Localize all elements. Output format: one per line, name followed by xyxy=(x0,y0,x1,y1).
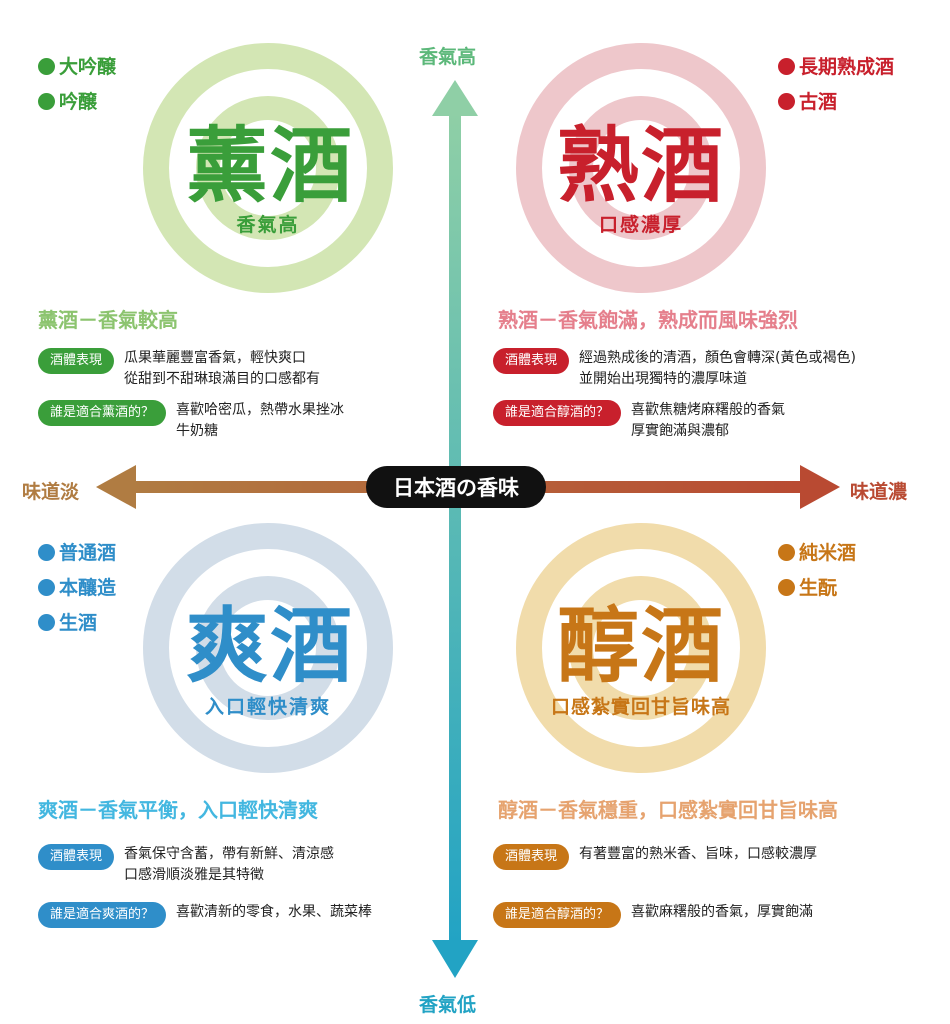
bullet-dot-icon xyxy=(38,58,55,75)
arrow-down-icon xyxy=(432,940,478,978)
junshu-tag: 生酛 xyxy=(778,571,856,606)
kunshu-section-title: 薰酒－香氣較高 xyxy=(38,308,178,332)
arrow-left-icon xyxy=(96,465,136,509)
kunshu-subtitle: 香氣高 xyxy=(236,214,300,236)
jukushu-title: 熟酒 xyxy=(557,119,726,214)
axis-bottom-label: 香氣低 xyxy=(419,994,477,1016)
junshu-subtitle: 口感紮實回甘旨味高 xyxy=(550,696,731,718)
jukushu-tag: 長期熟成酒 xyxy=(778,50,894,85)
axis-left-label: 味道淡 xyxy=(22,481,80,503)
junshu-section-title: 醇酒－香氣穩重，口感紮實回甘旨味高 xyxy=(498,798,838,822)
bullet-dot-icon xyxy=(778,544,795,561)
jukushu-body-text: 經過熟成後的清酒，顏色會轉深(黃色或褐色) 並開始出現獨特的濃厚味道 xyxy=(579,350,856,387)
kunshu-target-rings xyxy=(143,43,393,293)
soushu-tag: 生酒 xyxy=(38,606,116,641)
jukushu-body-label: 酒體表現 xyxy=(493,348,570,374)
jukushu-who-label: 誰是適合醇酒的？ xyxy=(493,400,622,426)
axis-top-label: 香氣高 xyxy=(419,46,477,68)
soushu-row-who: 誰是適合爽酒的？ 喜歡清新的零食，水果、蔬菜棒 xyxy=(38,902,372,928)
kunshu-who-label: 誰是適合薰酒的？ xyxy=(38,400,167,426)
soushu-row-body: 酒體表現 香氣保守含蓄，帶有新鮮、清涼感 口感滑順淡雅是其特徵 xyxy=(38,844,334,886)
center-title: 日本酒の香味 xyxy=(366,466,546,508)
bullet-dot-icon xyxy=(778,58,795,75)
bullet-dot-icon xyxy=(778,93,795,110)
jukushu-tag: 古酒 xyxy=(778,85,894,120)
jukushu-tag-list: 長期熟成酒 古酒 xyxy=(778,50,894,120)
junshu-title: 醇酒 xyxy=(557,599,726,694)
arrow-up-icon xyxy=(432,80,478,116)
jukushu-who-text: 喜歡焦糖烤麻糬般的香氣 厚實飽滿與濃郁 xyxy=(631,402,786,439)
soushu-who-label: 誰是適合爽酒的？ xyxy=(38,902,167,928)
junshu-body-label: 酒體表現 xyxy=(493,844,570,870)
bullet-dot-icon xyxy=(38,614,55,631)
axis-right-label: 味道濃 xyxy=(850,481,908,503)
junshu-body-text: 有著豐富的熟米香、旨味，口感較濃厚 xyxy=(579,846,818,862)
junshu-row-who: 誰是適合醇酒的？ 喜歡麻糬般的香氣，厚實飽滿 xyxy=(493,902,813,928)
kunshu-row-who: 誰是適合薰酒的？ 喜歡哈密瓜，熱帶水果挫冰 牛奶糖 xyxy=(38,400,344,442)
soushu-tag-list: 普通酒 本釀造 生酒 xyxy=(38,536,116,641)
junshu-who-label: 誰是適合醇酒的？ xyxy=(493,902,622,928)
soushu-who-text: 喜歡清新的零食，水果、蔬菜棒 xyxy=(176,904,373,920)
soushu-subtitle: 入口輕快清爽 xyxy=(204,696,331,718)
soushu-tag: 本釀造 xyxy=(38,571,116,606)
bullet-dot-icon xyxy=(778,579,795,596)
kunshu-body-text: 瓜果華麗豐富香氣，輕快爽口 從甜到不甜琳琅滿目的口感都有 xyxy=(124,350,321,387)
soushu-target-rings xyxy=(143,523,393,773)
soushu-title: 爽酒 xyxy=(186,599,355,694)
junshu-tag-list: 純米酒 生酛 xyxy=(778,536,856,606)
kunshu-tag: 吟醸 xyxy=(38,85,116,120)
vertical-axis xyxy=(432,80,478,978)
soushu-section-title: 爽酒－香氣平衡，入口輕快清爽 xyxy=(38,798,318,822)
soushu-tag: 普通酒 xyxy=(38,536,116,571)
junshu-row-body: 酒體表現 有著豐富的熟米香、旨味，口感較濃厚 xyxy=(493,844,817,870)
kunshu-who-text: 喜歡哈密瓜，熱帶水果挫冰 牛奶糖 xyxy=(176,402,345,439)
junshu-target-rings xyxy=(516,523,766,773)
kunshu-title: 薰酒 xyxy=(186,119,355,214)
bullet-dot-icon xyxy=(38,579,55,596)
soushu-body-label: 酒體表現 xyxy=(38,844,115,870)
bullet-dot-icon xyxy=(38,93,55,110)
arrow-right-icon xyxy=(800,465,840,509)
kunshu-body-label: 酒體表現 xyxy=(38,348,115,374)
jukushu-subtitle: 口感濃厚 xyxy=(598,214,683,236)
bullet-dot-icon xyxy=(38,544,55,561)
jukushu-row-body: 酒體表現 經過熟成後的清酒，顏色會轉深(黃色或褐色) 並開始出現獨特的濃厚味道 xyxy=(493,348,856,390)
jukushu-section-title: 熟酒－香氣飽滿，熟成而風味強烈 xyxy=(498,308,798,332)
kunshu-tag-list: 大吟醸 吟醸 xyxy=(38,50,116,120)
kunshu-row-body: 酒體表現 瓜果華麗豐富香氣，輕快爽口 從甜到不甜琳琅滿目的口感都有 xyxy=(38,348,320,390)
kunshu-tag: 大吟醸 xyxy=(38,50,116,85)
soushu-body-text: 香氣保守含蓄，帶有新鮮、清涼感 口感滑順淡雅是其特徵 xyxy=(124,846,335,883)
junshu-tag: 純米酒 xyxy=(778,536,856,571)
junshu-who-text: 喜歡麻糬般的香氣，厚實飽滿 xyxy=(631,904,814,920)
jukushu-target-rings xyxy=(516,43,766,293)
jukushu-row-who: 誰是適合醇酒的？ 喜歡焦糖烤麻糬般的香氣 厚實飽滿與濃郁 xyxy=(493,400,785,442)
